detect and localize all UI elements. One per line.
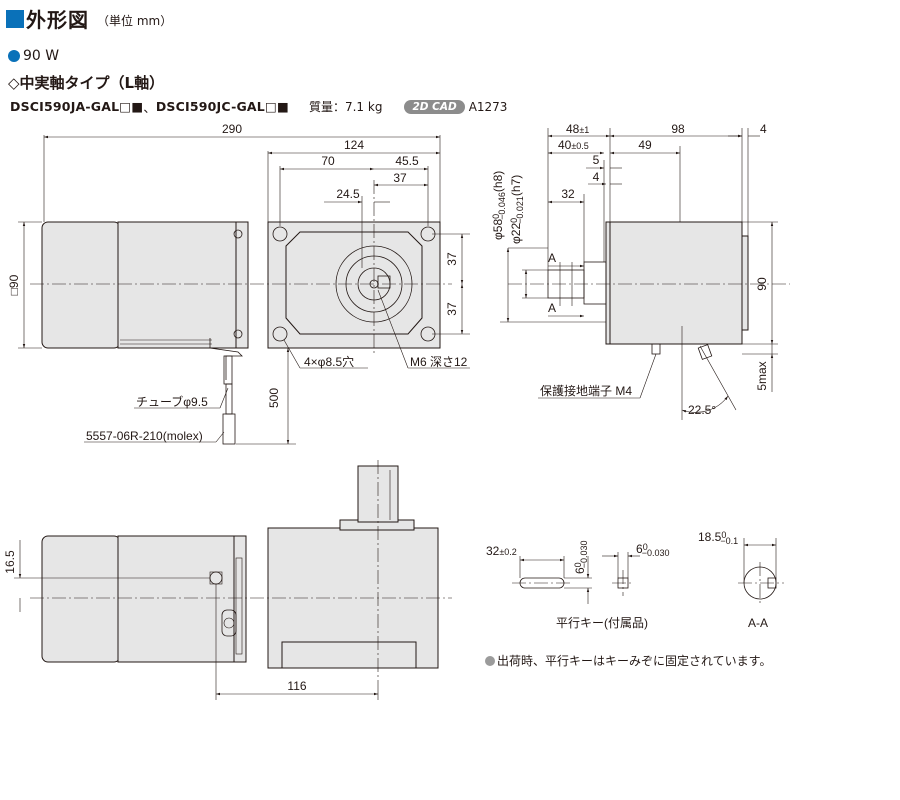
cable-tube [223, 355, 233, 385]
gray-dot-icon [485, 655, 495, 666]
output-watt: 90 W [8, 48, 59, 64]
label-tube: チューブφ9.5 [136, 394, 208, 409]
model-separator: 、 [143, 100, 156, 115]
dim-37-v1: 37 [445, 252, 459, 266]
keyway [377, 275, 391, 289]
dim-5max: 5max [755, 361, 769, 390]
bottom-view: 16.5 116 [3, 460, 452, 700]
bottom-gear-base [281, 641, 417, 669]
dim-4-small: 4 [593, 170, 600, 184]
dim-angle: 22.5° [688, 403, 716, 417]
label-holes: 4×φ8.5穴 [304, 354, 354, 369]
dim-key-width: 60−0.030 [636, 542, 669, 558]
key-detail: 32±0.2 60−0.030 60−0.030 平行キー(付属品) [486, 541, 669, 630]
header: 外形図 （単位 mm） [6, 4, 172, 33]
flange-hole [233, 329, 243, 339]
mount-hole [272, 326, 288, 342]
dim-24-5: 24.5 [336, 187, 360, 201]
connector [222, 413, 236, 445]
dim-key-length: 32±0.2 [486, 544, 517, 558]
dim-37-v2: 37 [445, 302, 459, 316]
dim-4-right: 4 [760, 122, 767, 136]
label-section-a-top: A [548, 251, 556, 265]
label-aa: A-A [748, 616, 768, 630]
side-cable-stub [697, 344, 713, 360]
side-motor-edge [741, 235, 749, 331]
dim-16-5: 16.5 [3, 550, 17, 574]
front-view: 290 124 70 45.5 37 24.5 37 37 □90 [7, 122, 470, 445]
dim-5: 5 [593, 153, 600, 167]
dim-32: 32 [561, 187, 575, 201]
ground-terminal [651, 343, 661, 355]
dim-sq90: □90 [7, 274, 21, 295]
side-gear-body [609, 221, 743, 345]
bottom-motor-body [117, 535, 235, 663]
dim-37-top: 37 [393, 171, 407, 185]
dim-70: 70 [321, 154, 335, 168]
model-a: DSCI590JA-GAL□■ [10, 99, 144, 114]
dim-phi58: φ580−0.046(h8) [491, 171, 507, 240]
mass: 質量：7.1 kg [308, 100, 383, 114]
label-tap: M6 深さ12 [410, 355, 468, 369]
label-parallel-key: 平行キー(付属品) [556, 616, 648, 630]
dim-116: 116 [287, 679, 306, 693]
blue-dot-icon [8, 50, 20, 62]
header-title: 外形図 [26, 8, 89, 32]
dim-phi22: φ220−0.021(h7) [509, 175, 525, 244]
dim-98: 98 [671, 122, 685, 136]
dim-290: 290 [222, 122, 242, 136]
dim-40: 40±0.5 [558, 138, 589, 152]
shipping-note: 出荷時、平行キーはキーみぞに固定されています。 [485, 652, 771, 669]
flange-hole [233, 229, 243, 239]
motor-body [117, 221, 237, 349]
bottom-fan-cover [41, 535, 121, 663]
label-ground: 保護接地端子 M4 [540, 383, 632, 398]
cad-id[interactable]: A1273 [468, 99, 508, 114]
label-section-a-bottom: A [548, 301, 556, 315]
label-connector: 5557-06R-210(molex) [86, 429, 203, 443]
header-square-icon [6, 9, 24, 28]
dim-18-5: 18.50−0.1 [698, 530, 738, 546]
model-line: DSCI590JA-GAL□■ 、 DSCI590JC-GAL□■ 質量：7.1… [10, 97, 507, 116]
model-b: DSCI590JC-GAL□■ [155, 99, 289, 114]
dim-90-right: 90 [755, 277, 769, 291]
shaft-type: ◇中実軸タイプ（L軸） [8, 74, 165, 92]
dim-45-5: 45.5 [395, 154, 419, 168]
side-view: 48±1 40±0.5 98 4 49 5 4 32 φ580−0.046( [491, 122, 790, 420]
watt-label: 90 W [23, 48, 60, 64]
mount-hole [272, 226, 288, 242]
shipping-note-text: 出荷時、平行キーはキーみぞに固定されています。 [497, 654, 772, 668]
side-flange [605, 221, 611, 345]
dim-500: 500 [267, 388, 281, 408]
motor-fan-cover [41, 221, 121, 349]
cable [225, 383, 233, 415]
dim-124: 124 [344, 138, 364, 152]
section-aa: 18.50−0.1 A-A [698, 530, 784, 630]
cad-badge[interactable]: 2D CAD [404, 99, 465, 114]
side-shaft-boss [583, 261, 607, 305]
dim-key-height: 60−0.030 [573, 541, 589, 574]
header-unit: （単位 mm） [97, 14, 173, 28]
bottom-flange [233, 535, 247, 663]
dim-48: 48±1 [566, 122, 589, 136]
motor-flange [235, 221, 249, 349]
dim-49: 49 [638, 138, 652, 152]
